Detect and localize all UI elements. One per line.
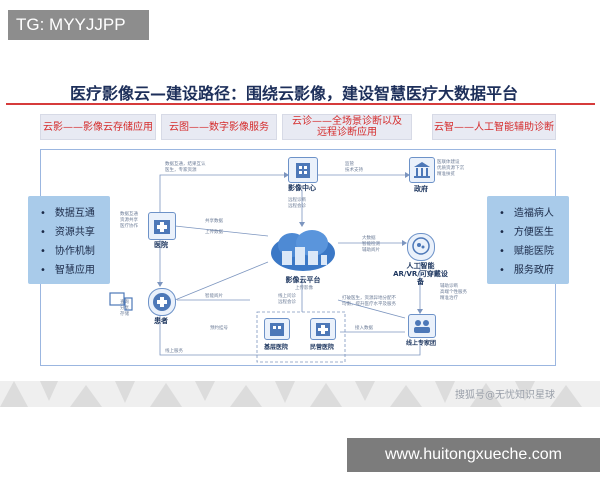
left-item-smart-app: 智慧应用	[40, 261, 110, 280]
annotation-access: 接入数据	[355, 326, 373, 331]
ai-head-icon	[407, 233, 435, 261]
government-label: 政府	[414, 185, 428, 193]
annotation-gov: 医联体建设 优质资源下沉 精准扶贫	[437, 160, 464, 177]
hospital-label: 医院	[154, 241, 168, 249]
bottom-hospitals-group	[256, 311, 346, 363]
annotation-ai: 辅助诊断 高端个性服务 精准治疗	[440, 284, 467, 301]
private-hospital-icon	[310, 318, 336, 340]
right-panel: 造福病人 方便医生 赋能医院 服务政府	[487, 196, 569, 284]
watermark-tag: TG: MYYJJPP	[8, 10, 149, 40]
patient-icon	[148, 288, 176, 316]
left-item-data-interop: 数据互通	[40, 204, 110, 223]
primary-hospital-icon	[264, 318, 290, 340]
annotation-center-up: 远程诊断 远程会诊	[288, 198, 306, 209]
annotation-upload-data: 上传数据	[205, 230, 223, 235]
annotation-patient: 查询 分享 存储	[120, 300, 129, 317]
cloud-platform-label: 影像云平台	[285, 276, 321, 284]
left-item-resource-share: 资源共享	[40, 223, 110, 242]
line-patient-cloud	[174, 261, 269, 301]
line-hospital-imaging	[159, 174, 284, 212]
left-panel: 数据互通 资源共享 协作机制 智慧应用	[28, 196, 110, 284]
category-yuntu: 云图——数字影像服务	[161, 114, 277, 140]
imaging-center-icon	[288, 157, 318, 183]
right-item-patients: 造福病人	[499, 204, 569, 223]
annotation-register: 预约挂号	[210, 326, 228, 331]
annotation-smart-read: 智能阅片	[205, 294, 223, 299]
right-item-doctors: 方便医生	[499, 223, 569, 242]
title-divider	[6, 103, 595, 105]
category-yunying: 云影——影像云存储应用	[40, 114, 156, 140]
category-yunzhen: 云诊——全场景诊断以及 远程诊断应用	[282, 114, 412, 140]
annotation-top-left: 数据互通，结果互认 医生，专家资源	[165, 162, 206, 173]
right-item-government: 服务政府	[499, 261, 569, 280]
annotation-upload-image: 上传影像	[295, 286, 313, 291]
annotation-top-mid: 监管 技术支持	[345, 162, 363, 173]
government-icon	[409, 157, 435, 183]
imaging-center-label: 影像中心	[288, 184, 316, 192]
url-banner: www.huitongxueche.com	[347, 438, 600, 472]
left-item-collab: 协作机制	[40, 242, 110, 261]
annotation-big-data: 大数据 智能检测 辅助阅片	[362, 236, 380, 253]
devices-icon	[108, 290, 134, 314]
private-hospital-label: 民营医院	[309, 344, 334, 351]
patient-label: 患者	[154, 317, 168, 325]
annotation-online-consult: 线上问诊 远程会诊	[278, 294, 296, 305]
experts-label: 线上专家团	[405, 340, 436, 347]
right-item-hospitals: 赋能医院	[499, 242, 569, 261]
decorative-pattern-strip	[0, 381, 600, 407]
line-cloud-experts	[337, 299, 406, 319]
annotation-share-data: 共享数据	[205, 219, 223, 224]
annotation-hospital: 数据互通 资源共享 医疗协作	[120, 212, 138, 229]
line-hospital-cloud	[174, 225, 269, 237]
source-credit: 搜狐号@无忧知识星球	[455, 390, 555, 401]
hospital-icon	[148, 212, 176, 240]
category-yunzhi: 云智——人工智能辅助诊断	[432, 114, 556, 140]
line-patient-experts	[159, 315, 421, 356]
experts-icon	[408, 314, 436, 338]
annotation-online-service: 线上服务	[165, 349, 183, 354]
annotation-remote-support: 打破医生，资源异地分配不 均衡，提升医疗水平及服务	[342, 296, 396, 307]
ai-label: 人工智能 AR/VR/可穿戴设备	[393, 262, 448, 286]
cloud-platform-icon	[268, 227, 338, 275]
page-title: 医疗影像云—建设路径：围绕云影像，建设智慧医疗大数据平台	[70, 84, 519, 103]
primary-hospital-label: 基层医院	[263, 344, 288, 351]
